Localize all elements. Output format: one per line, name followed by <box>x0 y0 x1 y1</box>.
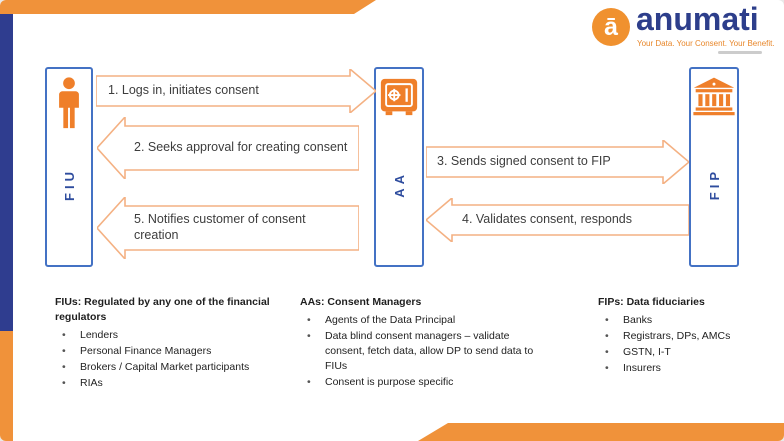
legend-fiu-list: Lenders Personal Finance Managers Broker… <box>55 328 295 391</box>
legend-fip-list: Banks Registrars, DPs, AMCs GSTN, I-T In… <box>598 313 773 376</box>
legend-fip-heading: FIPs: Data fiduciaries <box>598 296 705 308</box>
list-item: Agents of the Data Principal <box>300 313 552 328</box>
list-item: GSTN, I-T <box>598 345 773 360</box>
legend-fiu: FIUs: Regulated by any one of the financ… <box>55 295 295 391</box>
entity-label-fiu: FIU <box>47 131 91 237</box>
list-item: Consent is purpose specific <box>300 375 552 390</box>
left-orange-bar <box>0 331 13 441</box>
anumati-monogram-icon: ā <box>592 8 630 46</box>
logo-wordmark: anumati <box>636 1 759 37</box>
aa-label-text: AA <box>391 170 407 198</box>
monogram-letter: ā <box>604 12 618 41</box>
list-item: Registrars, DPs, AMCs <box>598 329 773 344</box>
anumati-logo: ā anumati Your Data. Your Consent. Your … <box>592 1 782 58</box>
flow-arrow-5-left: 5. Notifies customer of consent creation <box>97 197 359 259</box>
list-item: Insurers <box>598 361 773 376</box>
legend-fip: FIPs: Data fiduciaries Banks Registrars,… <box>598 295 773 377</box>
person-icon <box>47 76 91 132</box>
fip-label-text: FIP <box>706 167 722 201</box>
list-item: Data blind consent managers – validate c… <box>300 329 552 374</box>
safe-icon <box>376 76 422 118</box>
flow-arrow-2-left: 2. Seeks approval for creating consent <box>97 117 359 179</box>
list-item: Lenders <box>55 328 295 343</box>
legend-aa-list: Agents of the Data Principal Data blind … <box>300 313 552 390</box>
list-item: RIAs <box>55 376 295 391</box>
flow-4-label: 4. Validates consent, responds <box>462 212 633 227</box>
flow-arrow-3-right: 3. Sends signed consent to FIP <box>426 140 689 184</box>
flow-arrow-4-left: 4. Validates consent, responds <box>426 198 689 242</box>
entity-box-fiu: FIU <box>45 67 93 267</box>
flow-arrow-1-right: 1. Logs in, initiates consent <box>96 69 376 113</box>
entity-box-aa: AA <box>374 67 424 267</box>
flow-1-label: 1. Logs in, initiates consent <box>108 83 259 98</box>
list-item: Banks <box>598 313 773 328</box>
entity-label-aa: AA <box>376 131 422 237</box>
logo-tagline: Your Data. Your Consent. Your Benefit. <box>637 39 775 48</box>
top-orange-band <box>0 0 376 14</box>
legend-aa-heading: AAs: Consent Managers <box>300 296 422 308</box>
entity-box-fip: FIP <box>689 67 739 267</box>
list-item: Personal Finance Managers <box>55 344 295 359</box>
flow-2-label: 2. Seeks approval for creating consent <box>134 140 348 155</box>
entity-label-fip: FIP <box>691 131 737 237</box>
fiu-label-text: FIU <box>61 167 77 201</box>
left-blue-bar <box>0 14 13 331</box>
bank-icon <box>691 76 737 116</box>
logo-fineprint <box>718 51 762 54</box>
flow-3-label: 3. Sends signed consent to FIP <box>437 154 611 169</box>
legend-fiu-heading: FIUs: Regulated by any one of the financ… <box>55 296 270 323</box>
flow-5-label: 5. Notifies customer of consent creation <box>134 212 306 242</box>
list-item: Brokers / Capital Market participants <box>55 360 295 375</box>
bottom-orange-band <box>418 423 784 441</box>
legend-aa: AAs: Consent Managers Agents of the Data… <box>300 295 552 390</box>
